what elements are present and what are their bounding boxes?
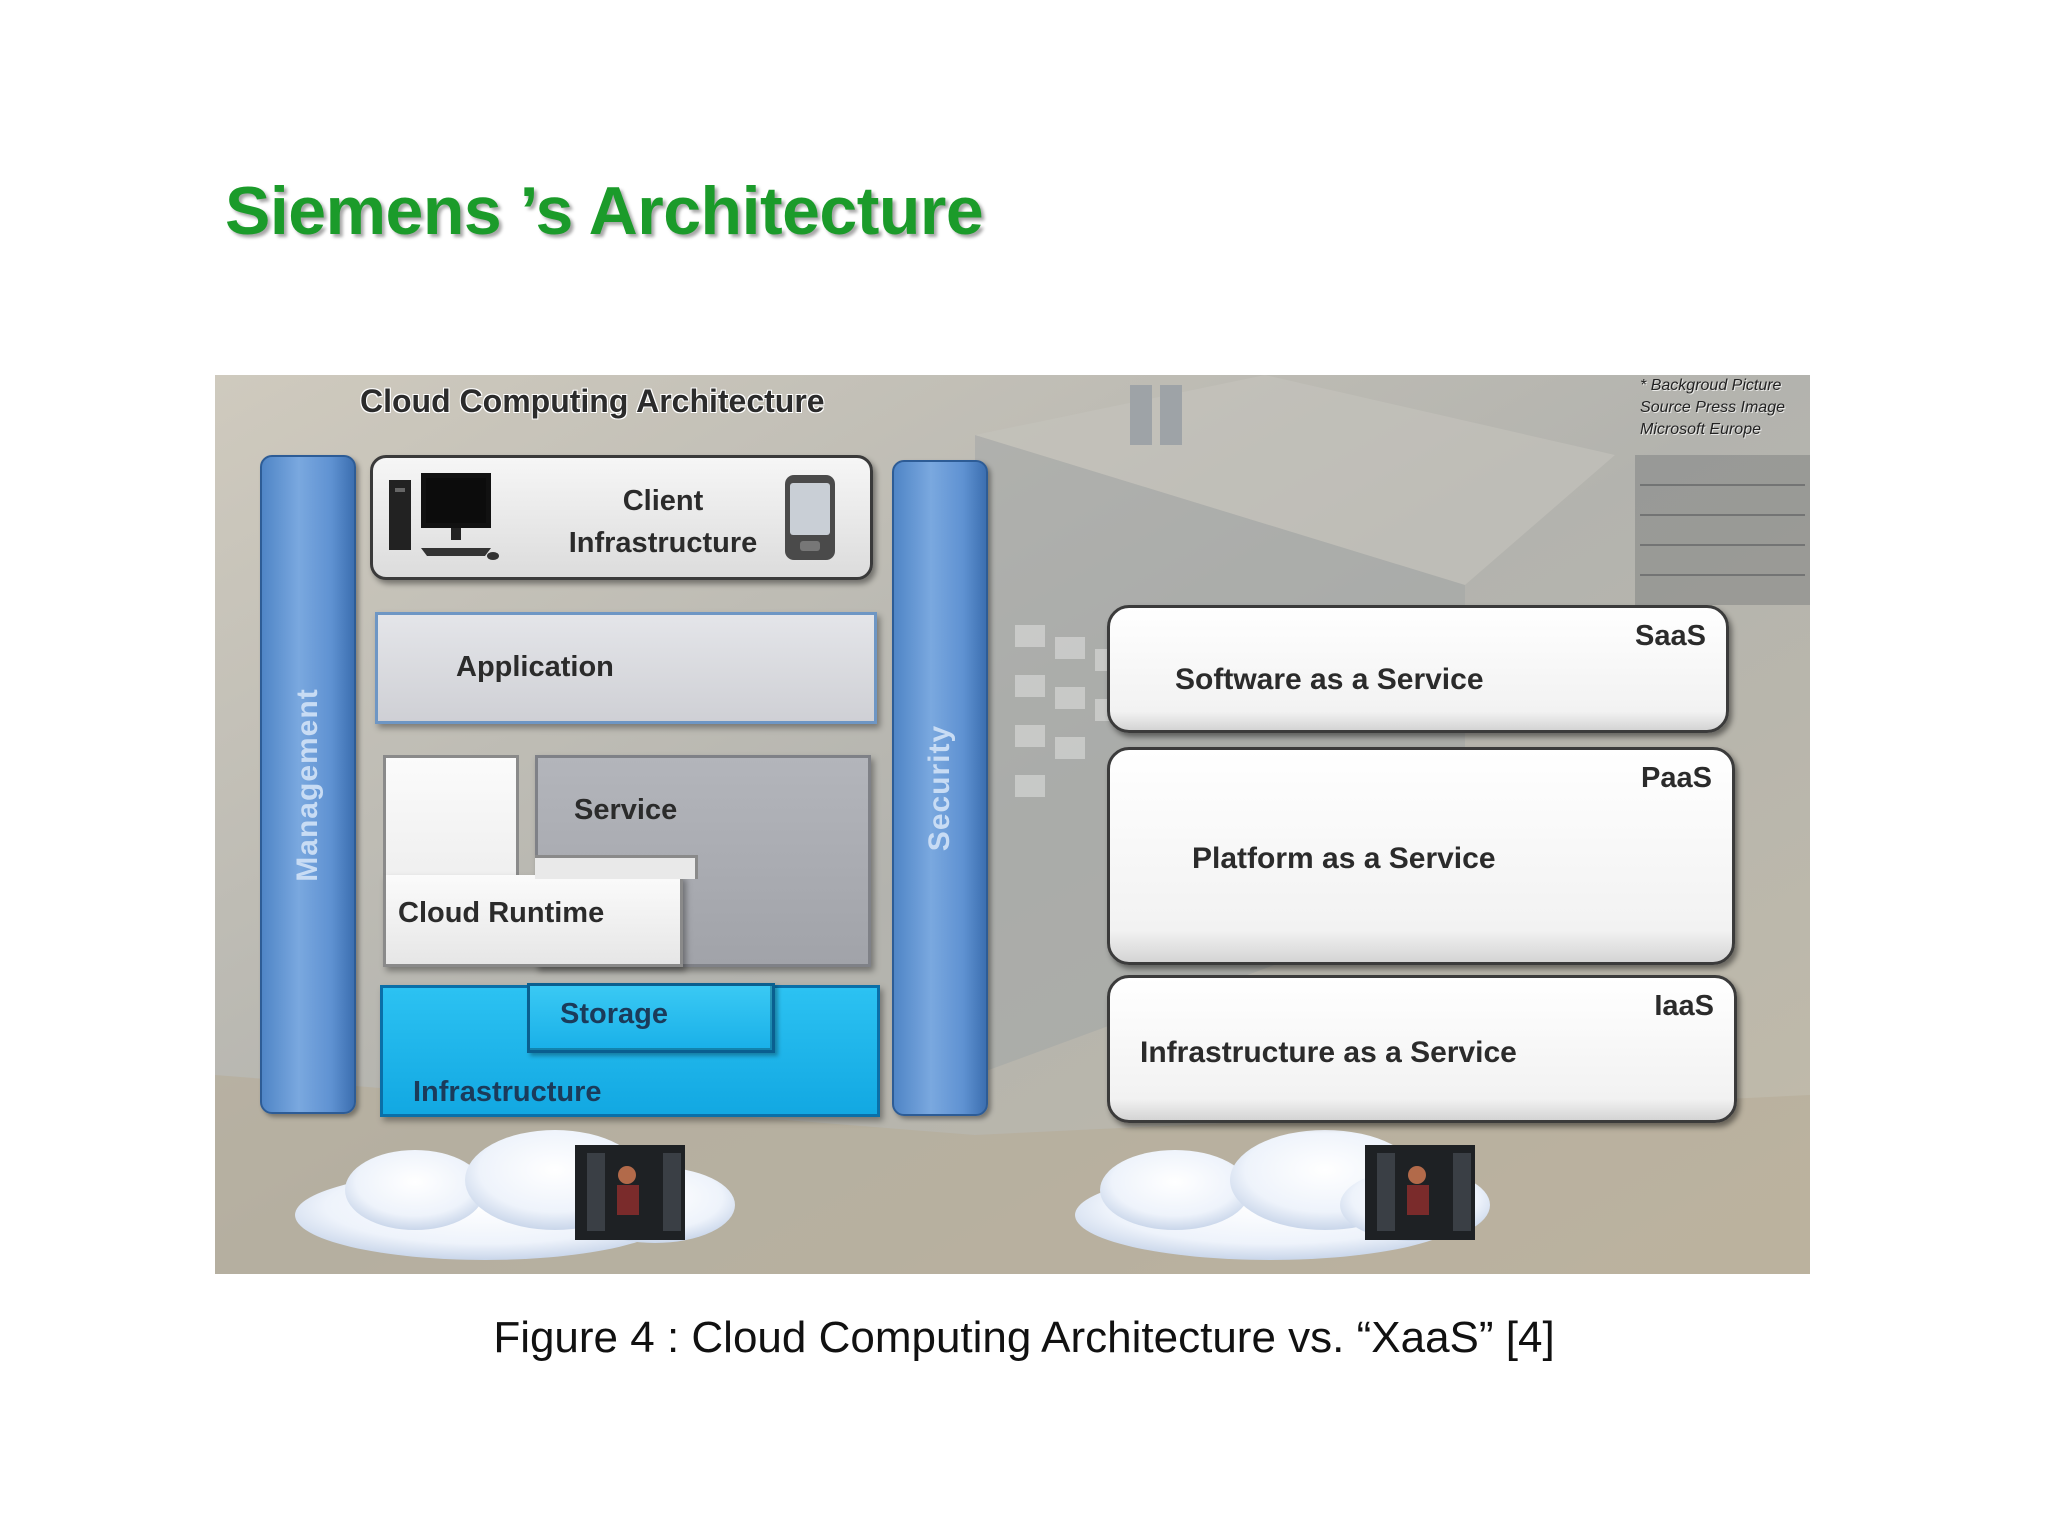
iaas-abbr: IaaS [1654, 990, 1714, 1022]
iaas-name: Infrastructure as a Service [1140, 1036, 1517, 1069]
cloud-runtime-layer: Cloud Runtime [383, 875, 683, 967]
saas-name: Software as a Service [1175, 663, 1484, 696]
application-layer: Application [375, 612, 877, 724]
security-label: Security [923, 724, 956, 852]
figure-caption: Figure 4 : Cloud Computing Architecture … [493, 1313, 1555, 1362]
desktop-computer-icon [389, 473, 499, 560]
diagram-title: Cloud Computing Architecture [360, 383, 825, 419]
management-pillar: Management [260, 455, 356, 1114]
storage-label: Storage [560, 998, 668, 1030]
server-room-icon [1365, 1145, 1475, 1240]
security-pillar: Security [892, 460, 988, 1116]
client-infrastructure-box: Client Infrastructure [370, 455, 873, 580]
paas-box: PaaS Platform as a Service [1107, 747, 1735, 965]
application-label: Application [456, 651, 614, 683]
service-label: Service [574, 794, 678, 826]
paas-name: Platform as a Service [1192, 842, 1496, 875]
background-picture-note: * Backgroud Picture Source Press Image M… [1640, 377, 1785, 438]
saas-box: SaaS Software as a Service [1107, 605, 1729, 733]
management-label: Management [291, 687, 324, 882]
paas-abbr: PaaS [1641, 762, 1712, 794]
saas-abbr: SaaS [1635, 620, 1706, 652]
cloud-runtime-label: Cloud Runtime [398, 897, 605, 929]
slide-title: Siemens ’s Architecture [225, 173, 984, 249]
architecture-figure: Cloud Computing Architecture * Backgroud… [215, 375, 1810, 1274]
infrastructure-label: Infrastructure [413, 1076, 602, 1108]
client-infrastructure-label: Client Infrastructure [568, 485, 758, 559]
server-room-icon [575, 1145, 685, 1240]
mobile-device-icon [785, 475, 835, 560]
storage-layer: Storage [527, 983, 775, 1053]
cloud-runtime-notch [535, 855, 698, 879]
iaas-box: IaaS Infrastructure as a Service [1107, 975, 1737, 1123]
